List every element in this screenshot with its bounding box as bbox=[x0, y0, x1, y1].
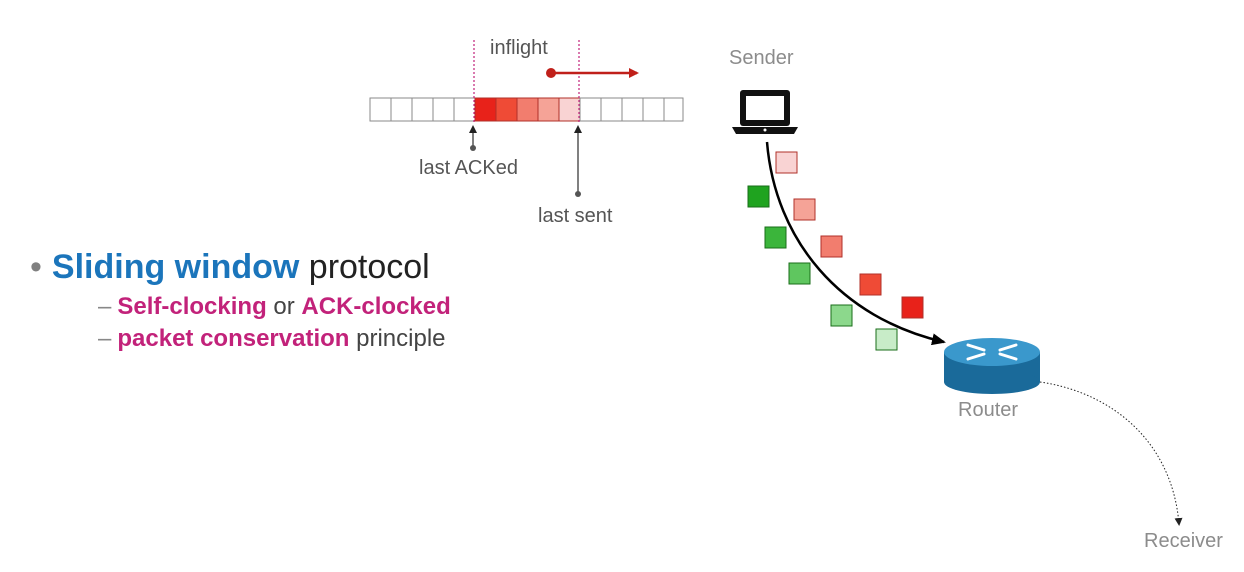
last-sent-label: last sent bbox=[538, 205, 613, 227]
window-slot-inflight bbox=[558, 97, 581, 122]
sliding-window-highlight: Sliding window bbox=[51, 248, 300, 286]
receiver-label: Receiver bbox=[1144, 530, 1223, 552]
ack-packet bbox=[788, 262, 811, 285]
ack-packet bbox=[875, 328, 898, 351]
sender-label: Sender bbox=[729, 47, 794, 69]
bullet-list: •Sliding window protocol –Self-clocking … bbox=[30, 248, 451, 355]
window-slot bbox=[642, 97, 665, 122]
data-packet bbox=[775, 151, 798, 174]
router-label: Router bbox=[958, 399, 1019, 421]
window-slot bbox=[453, 97, 476, 122]
main-bullet: •Sliding window protocol bbox=[30, 248, 451, 287]
window-slot-inflight bbox=[537, 97, 560, 122]
router-icon bbox=[944, 338, 1040, 394]
last-sent-pointer bbox=[574, 125, 582, 197]
router-receiver-path bbox=[1039, 381, 1183, 526]
data-packet bbox=[859, 273, 882, 296]
sub-bullet-packet-conservation: –packet conservation principle bbox=[98, 323, 451, 355]
window-slot bbox=[369, 97, 392, 122]
window-slot bbox=[663, 97, 684, 122]
bullet-rest: protocol bbox=[308, 248, 430, 286]
transmission-path bbox=[765, 141, 946, 346]
ack-packet bbox=[764, 226, 787, 249]
sliding-window-buffer bbox=[369, 97, 684, 122]
last-acked-pointer bbox=[469, 125, 477, 151]
self-clocking-highlight: Self-clocking bbox=[117, 293, 267, 320]
window-slot bbox=[579, 97, 602, 122]
window-slot bbox=[600, 97, 623, 122]
ack-packet bbox=[830, 304, 853, 327]
inflight-label: inflight bbox=[490, 37, 548, 59]
window-slot-inflight bbox=[516, 97, 539, 122]
sub-bullet-self-clocking: –Self-clocking or ACK-clocked bbox=[98, 291, 451, 323]
data-packet bbox=[901, 296, 924, 319]
ack-clocked-highlight: ACK-clocked bbox=[301, 293, 451, 320]
data-packet bbox=[820, 235, 843, 258]
packet-conservation-highlight: packet conservation bbox=[117, 325, 350, 352]
sub-bullet-or: or bbox=[266, 293, 302, 320]
laptop-icon bbox=[732, 90, 798, 134]
window-slot-inflight bbox=[474, 97, 497, 122]
window-slot bbox=[390, 97, 413, 122]
last-acked-label: last ACKed bbox=[419, 157, 518, 179]
window-slot bbox=[411, 97, 434, 122]
sub-bullet-rest: principle bbox=[349, 325, 446, 352]
window-slot-inflight bbox=[495, 97, 518, 122]
sub-bullet-dash: – bbox=[98, 325, 112, 352]
window-slot bbox=[432, 97, 455, 122]
ack-packet bbox=[747, 185, 770, 208]
data-packet bbox=[793, 198, 816, 221]
inflight-direction-arrow bbox=[546, 68, 639, 78]
bullet-dot: • bbox=[30, 248, 42, 286]
window-slot bbox=[621, 97, 644, 122]
sub-bullet-dash: – bbox=[98, 293, 112, 320]
